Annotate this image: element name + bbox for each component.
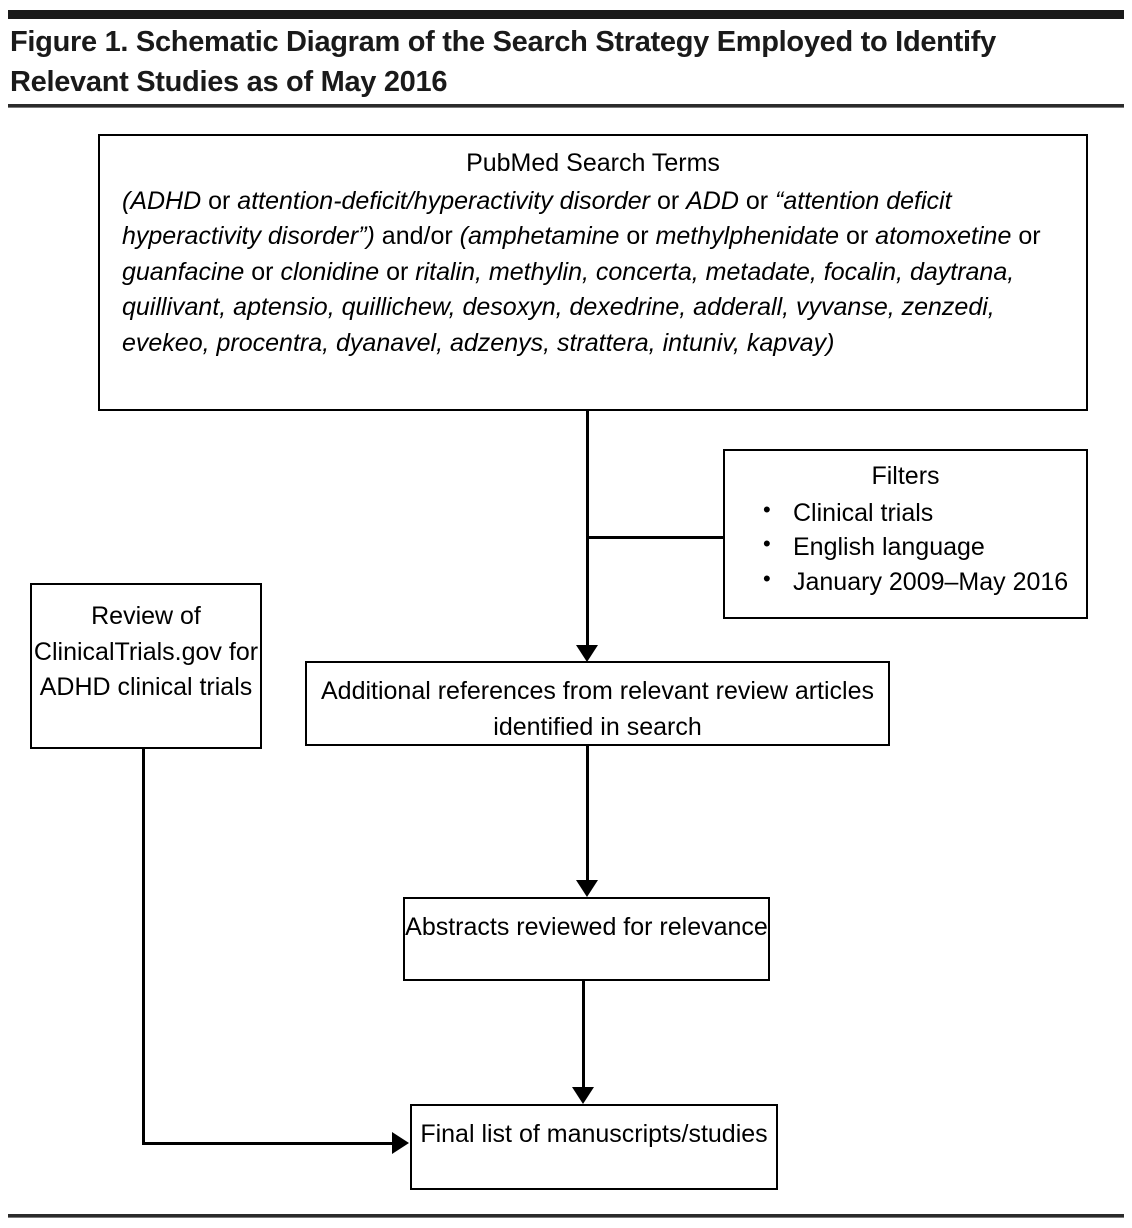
conn-or-8: or — [379, 257, 416, 286]
arrowhead-down-icon — [572, 1087, 594, 1104]
connector-additional-references-to-abstracts — [586, 746, 589, 880]
term-brand-name-list: ritalin, methylin, concerta, metadate, f… — [122, 257, 1015, 357]
node-abstracts-reviewed: Abstracts reviewed for relevance — [403, 897, 770, 981]
term-clonidine: clonidine — [280, 257, 380, 286]
node-final-list: Final list of manuscripts/studies — [410, 1104, 778, 1190]
node-clinicaltrials-review: Review of ClinicalTrials.gov for ADHD cl… — [30, 583, 262, 749]
filters-list: • Clinical trials • English language • Janu… — [739, 496, 1072, 600]
filter-item-clinical-trials: • Clinical trials — [763, 496, 1072, 531]
conn-or-7: or — [244, 257, 281, 286]
conn-or-6: or — [1011, 222, 1041, 250]
term-adhd: (ADHD — [122, 186, 202, 215]
conn-or-1: or — [201, 186, 238, 215]
filter-item-label: English language — [793, 533, 985, 561]
node-filters: Filters • Clinical trials • English langua… — [723, 449, 1088, 619]
figure-title: Figure 1. Schematic Diagram of the Searc… — [10, 26, 996, 99]
bullet-icon: • — [763, 531, 771, 556]
connector-abstracts-to-final — [582, 981, 585, 1087]
term-attention-deficit-hyperactivity-disorder: attention-deficit/hyperactivity disorder — [237, 186, 650, 215]
term-amphetamine: (amphetamine — [459, 222, 620, 250]
pubmed-search-heading: PubMed Search Terms — [466, 149, 720, 177]
term-quoted-adhd-phrase: “attention deficit hyperactivity disorde… — [122, 186, 952, 251]
connector-ctgov-vertical — [142, 749, 145, 1145]
header-top-rule — [8, 10, 1124, 19]
bullet-icon: • — [763, 565, 771, 591]
arrowhead-right-icon — [392, 1132, 409, 1154]
connector-filters-tee — [588, 536, 725, 539]
header-bottom-rule — [8, 104, 1124, 108]
footer-rule — [8, 1214, 1124, 1218]
conn-and-or: and/or — [374, 222, 460, 250]
term-guanfacine: guanfacine — [122, 257, 245, 286]
filters-heading: Filters — [871, 462, 940, 490]
arrowhead-down-icon — [576, 645, 598, 662]
term-methylphenidate: methylphenidate — [655, 222, 840, 250]
connector-search-to-additional-references — [586, 411, 589, 647]
term-add: ADD — [686, 186, 739, 215]
conn-or-3: or — [738, 186, 776, 215]
term-atomoxetine: atomoxetine — [875, 222, 1012, 250]
conn-or-5: or — [839, 222, 876, 250]
node-pubmed-search-terms: PubMed Search Terms (ADHD or attention-d… — [98, 134, 1088, 411]
bullet-icon: • — [763, 496, 771, 522]
connector-ctgov-horizontal — [142, 1142, 394, 1145]
filter-item-date-range: • January 2009–May 2016 — [763, 565, 1072, 600]
pubmed-search-terms-text: (ADHD or attention-deficit/hyperactivity… — [122, 184, 1064, 362]
arrowhead-down-icon — [576, 880, 598, 897]
conn-or-4: or — [619, 222, 656, 250]
node-additional-references: Additional references from relevant revi… — [305, 661, 890, 746]
filter-item-english-language: • English language — [763, 530, 1072, 565]
conn-or-2: or — [650, 186, 687, 215]
filter-item-label: January 2009–May 2016 — [793, 567, 1069, 596]
filter-item-label: Clinical trials — [793, 498, 934, 527]
